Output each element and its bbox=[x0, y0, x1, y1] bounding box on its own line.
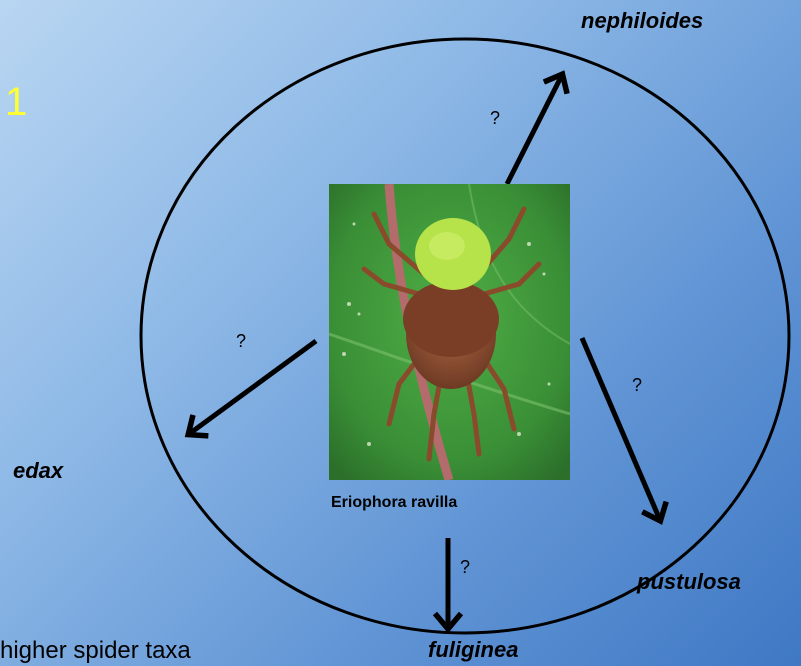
center-species-caption: Eriophora ravilla bbox=[331, 494, 457, 512]
arrow-edax bbox=[189, 341, 316, 434]
slide-number: 1 bbox=[5, 80, 27, 125]
arrow-pustulosa bbox=[582, 338, 660, 520]
unknown-mark-pustulosa: ? bbox=[632, 375, 642, 396]
arrow-nephiloides bbox=[507, 75, 562, 184]
species-label-nephiloides: nephiloides bbox=[581, 8, 703, 34]
species-label-fuliginea: fuliginea bbox=[428, 637, 518, 663]
species-label-edax: edax bbox=[13, 458, 63, 484]
unknown-mark-fuliginea: ? bbox=[460, 557, 470, 578]
spider-photo bbox=[329, 184, 570, 480]
unknown-mark-nephiloides: ? bbox=[490, 108, 500, 129]
unknown-mark-edax: ? bbox=[236, 331, 246, 352]
species-label-pustulosa: pustulosa bbox=[637, 569, 741, 595]
bottom-caption: higher spider taxa bbox=[0, 637, 191, 665]
